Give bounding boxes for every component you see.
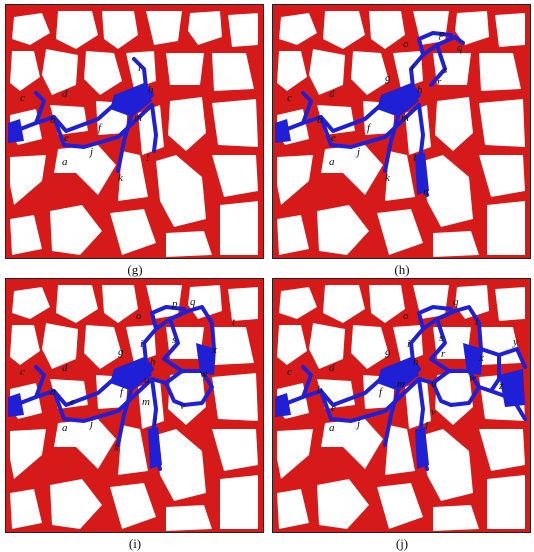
node-label: l (413, 152, 416, 164)
node-label: x (211, 344, 217, 356)
node-label: r (437, 76, 442, 88)
node-label: k (114, 442, 120, 454)
pore-network-j: q t o i s y g r x c d h w m f u z b e v … (273, 279, 530, 532)
node-label: p (438, 28, 445, 40)
node-label: e (331, 402, 336, 414)
node-label: v (431, 406, 436, 418)
panel-j: q t o i s y g r x c d h w m f u z b e v … (272, 278, 531, 533)
node-label: d (329, 362, 335, 374)
node-label: e (64, 132, 69, 144)
node-label: l (146, 152, 149, 164)
node-label: u (144, 374, 150, 386)
node-label: z (498, 380, 504, 392)
node-label: e (331, 132, 336, 144)
node-label: d (329, 88, 335, 100)
node-label: s (172, 334, 176, 346)
node-label: m (397, 378, 405, 390)
node-label: m (142, 396, 150, 408)
node-label: o (136, 310, 142, 322)
node-label: r (441, 348, 446, 360)
node-label: a (329, 156, 335, 168)
node-label: b (50, 386, 56, 398)
node-label: q (453, 296, 459, 308)
pore-network-i: o p q t i g s x c d h w b u f m e v a j … (6, 279, 263, 532)
node-label: u (431, 378, 437, 390)
node-label: i (138, 62, 141, 74)
node-label: c (287, 92, 292, 104)
node-label: f (120, 386, 125, 398)
panel-h: o p q g i s r c d h b m e f a j k l n (272, 4, 531, 259)
node-label: h (413, 356, 419, 368)
pore-network-h: o p q g i s r c d h b m e f a j k l n (273, 5, 530, 258)
node-label: t (475, 316, 479, 328)
node-label: l (425, 420, 428, 432)
node-label: o (403, 38, 409, 50)
node-label: b (317, 114, 323, 126)
panel-caption-i: (i) (128, 536, 142, 551)
node-label: c (287, 366, 292, 378)
node-label: l (154, 416, 157, 428)
node-label: d (62, 88, 68, 100)
node-label: a (62, 156, 68, 168)
node-label: s (439, 332, 443, 344)
node-label: i (411, 62, 414, 74)
node-label: s (443, 64, 447, 76)
node-label: a (62, 422, 68, 434)
pore-network-g: c d b e a j f i h m k l (6, 5, 263, 258)
node-label: j (355, 418, 360, 430)
panel-caption-g: (g) (127, 262, 143, 277)
node-label: i (140, 338, 143, 350)
node-label: g (385, 72, 391, 84)
node-label: i (407, 338, 410, 350)
node-label: c (20, 366, 25, 378)
node-label: m (134, 112, 142, 124)
panel-g: c d b e a j f i h m k l (5, 4, 264, 259)
node-label: h (150, 356, 156, 368)
node-label: w (200, 368, 208, 380)
node-label: j (355, 146, 360, 158)
node-label: o (403, 310, 409, 322)
node-label: f (367, 122, 372, 134)
node-label: e (70, 396, 75, 408)
node-label: g (118, 346, 124, 358)
panel-caption-h: (h) (394, 262, 410, 277)
node-label: j (88, 146, 93, 158)
panel-caption-j: (j) (395, 536, 409, 551)
node-label: h (417, 84, 423, 96)
node-label: q (457, 42, 463, 54)
node-label: y (512, 336, 518, 348)
node-label: h (148, 84, 154, 96)
node-label: x (478, 352, 484, 364)
node-label: c (20, 92, 25, 104)
node-label: w (469, 372, 477, 384)
node-label: b (50, 114, 56, 126)
node-label: m (401, 112, 409, 124)
node-label: j (88, 418, 93, 430)
node-label: f (98, 122, 103, 134)
node-label: a (329, 422, 335, 434)
node-label: f (379, 386, 384, 398)
panel-i: o p q t i g s x c d h w b u f m e v a j … (5, 278, 264, 533)
node-label: k (118, 172, 124, 184)
node-label: t (232, 316, 236, 328)
node-label: k (385, 172, 391, 184)
node-label: q (190, 296, 196, 308)
node-label: p (171, 298, 178, 310)
node-label: n (423, 186, 429, 198)
node-label: b (317, 384, 323, 396)
node-label: g (385, 346, 391, 358)
node-label: v (180, 400, 185, 412)
node-label: d (62, 362, 68, 374)
